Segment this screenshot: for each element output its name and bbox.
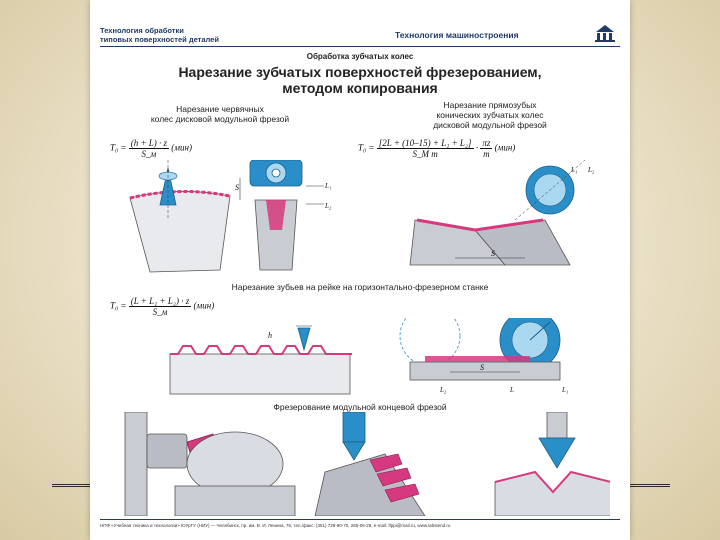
worm-wheel-illustration: S L₁ L₂	[129, 160, 332, 273]
rack-cutting-illustration: h S L₂ L L₁	[169, 318, 568, 395]
header-left-line1: Технология обработки	[100, 26, 184, 35]
bevel-heading-line1: Нарезание прямозубых	[443, 100, 537, 110]
formula-bevel: T₀ = [2L + (10–15) + L₁ + L₂] S_M m · πz…	[358, 138, 515, 159]
title-line2: методом копирования	[282, 80, 438, 96]
rack-label-h: h	[268, 331, 272, 340]
logo-icon	[595, 25, 615, 42]
formula-worm: T₀ = (h + L) · z S_м (мин)	[110, 138, 192, 159]
document-poster: Технология обработки типовых поверхносте…	[90, 0, 630, 540]
slide-rule-left	[52, 484, 92, 487]
rack-label-l2: L₂	[439, 386, 447, 394]
formula-bevel-numerator: [2L + (10–15) + L₁ + L₂]	[376, 138, 474, 149]
rack-label-l1: L₁	[561, 386, 568, 394]
formula-bevel-fraction: [2L + (10–15) + L₁ + L₂] S_M m	[376, 138, 474, 159]
header-divider	[100, 46, 620, 47]
formula-rack-fraction: (L + L₁ + L₂) · z S_м	[128, 296, 192, 317]
header-topic: Технология обработки типовых поверхносте…	[100, 26, 330, 44]
formula-bevel-mult: ·	[475, 142, 479, 153]
formula-bevel-unit: (мин)	[494, 142, 516, 153]
rack-label-s: S	[480, 363, 484, 372]
formula-worm-unit: (мин)	[171, 142, 192, 153]
formula-rack-unit: (мин)	[193, 300, 215, 311]
section-worm-heading: Нарезание червячных колес дисковой модул…	[110, 104, 330, 124]
section-bevel-heading: Нарезание прямозубых конических зубчатых…	[380, 100, 600, 130]
bevel-label-s: S	[491, 249, 495, 258]
formula-bevel-numerator2: πz	[480, 138, 493, 149]
formula-worm-denominator: S_м	[141, 149, 157, 159]
bevel-gear-illustration: S L₁ L₂	[409, 160, 595, 266]
formula-bevel-fraction2: πz m	[480, 138, 493, 159]
section-endmill-heading: Фрезерование модульной концевой фрезой	[273, 402, 447, 412]
worm-heading-line1: Нарезание червячных	[176, 104, 264, 114]
dim-label-l1: L₁	[324, 182, 331, 190]
formula-rack-lhs: T₀ =	[110, 300, 127, 311]
footer-contacts: НПФ «Учебная техника и технологии» ЮУрГУ…	[100, 519, 620, 528]
formula-worm-numerator: (h + L) · z	[128, 138, 170, 149]
formula-rack-denominator: S_м	[152, 307, 168, 317]
formula-rack-numerator: (L + L₁ + L₂) · z	[128, 296, 192, 307]
bevel-label-l1: L₁	[570, 166, 577, 174]
formula-worm-lhs: T₀ =	[110, 142, 127, 153]
formula-worm-fraction: (h + L) · z S_м	[128, 138, 170, 159]
slide-rule-right	[628, 484, 670, 487]
bevel-heading-line3: дисковой модульной фрезой	[433, 120, 547, 130]
subtitle: Обработка зубчатых колес	[306, 52, 414, 61]
header-course: Технология машиностроения	[395, 30, 519, 40]
formula-bevel-lhs: T₀ =	[358, 142, 375, 153]
title-line1: Нарезание зубчатых поверхностей фрезеров…	[178, 64, 542, 80]
dim-label-s: S	[235, 183, 239, 192]
formula-bevel-denominator2: m	[483, 149, 490, 159]
page-title: Нарезание зубчатых поверхностей фрезеров…	[110, 64, 610, 96]
endmill-illustrations	[124, 412, 610, 516]
bevel-heading-line2: конических зубчатых колес	[436, 110, 544, 120]
formula-bevel-denominator: S_M m	[412, 149, 438, 159]
section-rack-heading: Нарезание зубьев на рейке на горизонталь…	[231, 282, 489, 292]
formula-rack: T₀ = (L + L₁ + L₂) · z S_м (мин)	[110, 296, 214, 317]
bevel-label-l2: L₂	[587, 166, 595, 174]
rack-label-l: L	[509, 386, 514, 394]
worm-heading-line2: колес дисковой модульной фрезой	[150, 114, 290, 124]
header-left-line2: типовых поверхностей деталей	[100, 35, 219, 44]
dim-label-l2: L₂	[324, 202, 332, 210]
